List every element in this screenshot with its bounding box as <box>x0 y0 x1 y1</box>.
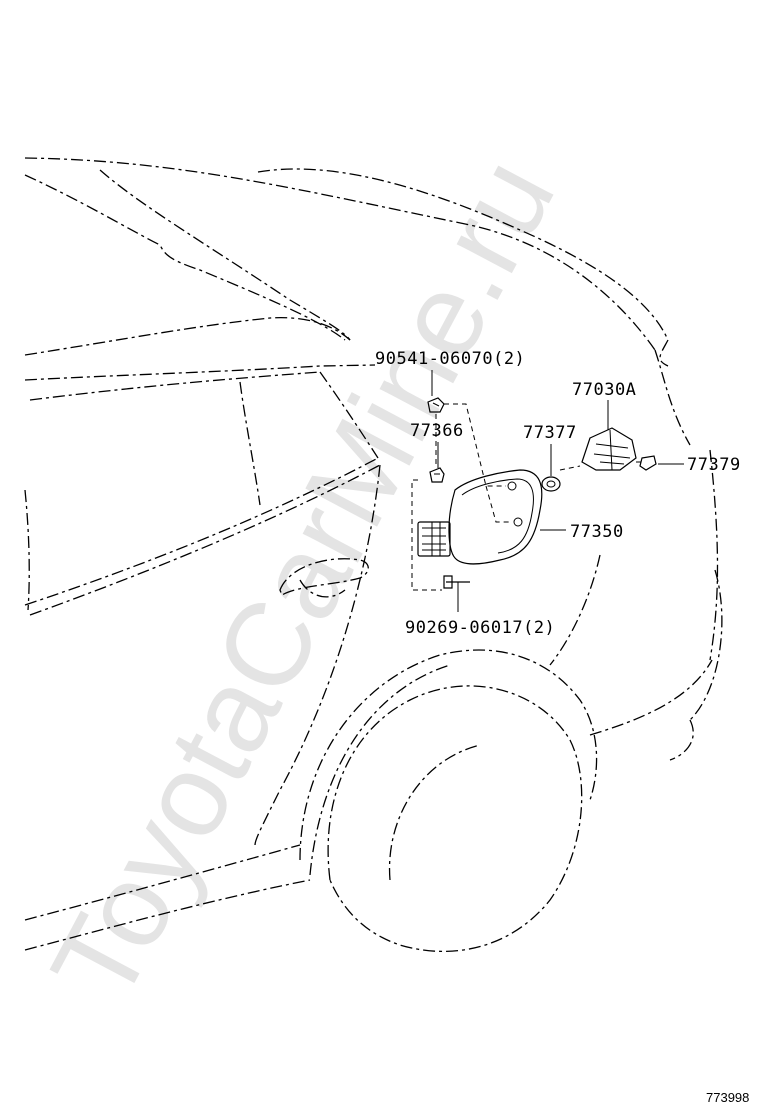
grommet-77377-part <box>541 476 561 492</box>
vehicle-body-outline <box>24 157 723 951</box>
label-77030A: 77030A <box>572 380 636 400</box>
diagram-code: 773998 <box>706 1090 749 1105</box>
label-77377: 77377 <box>523 423 577 443</box>
opener-assembly-77030A-part <box>581 427 637 471</box>
label-77350: 77350 <box>570 522 624 542</box>
watermark-text: ToyotaCarMine.ru <box>26 138 580 1022</box>
clip-90541-part <box>427 397 445 413</box>
leader-lines <box>431 370 684 612</box>
label-90541-06070: 90541-06070(2) <box>375 349 525 369</box>
label-77379: 77379 <box>687 455 741 475</box>
reference-lines <box>411 403 642 591</box>
wheel-arch <box>299 649 598 953</box>
label-90269-06017: 90269-06017(2) <box>405 618 555 638</box>
hinge-pin-77366-part <box>429 467 445 483</box>
fuel-lid-part <box>417 469 543 565</box>
label-77366: 77366 <box>410 421 464 441</box>
clip-77379-part <box>639 455 657 471</box>
part-labels: 90541-06070(2) 77366 77377 77030A 77379 … <box>375 349 741 638</box>
screw-90269-part <box>443 575 470 589</box>
